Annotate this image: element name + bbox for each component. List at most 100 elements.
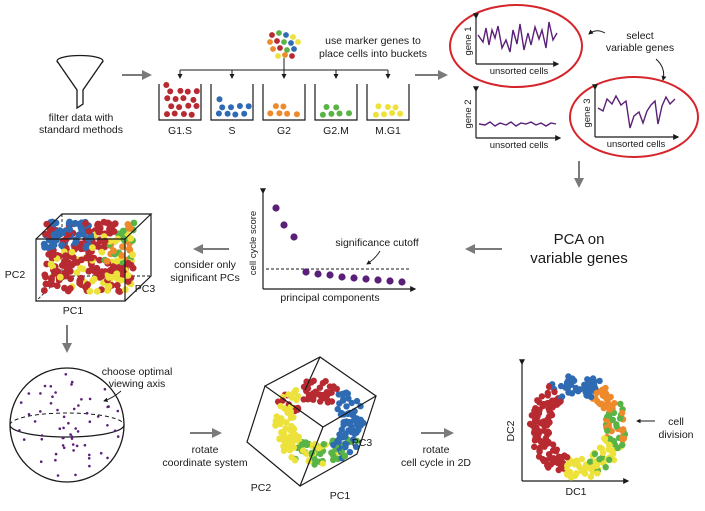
pc-cube-cell <box>113 282 121 289</box>
viewing-axis-dot <box>19 401 23 404</box>
sphere-label-line-1: choose optimal <box>102 366 173 378</box>
bucket-cell <box>219 104 226 111</box>
viewing-axis-dot <box>40 434 44 437</box>
rotated-cell <box>280 432 288 440</box>
dc-cell <box>561 452 568 459</box>
bucket-cell <box>293 111 300 118</box>
gene-3-trace <box>597 94 676 129</box>
viewing-axis-dot <box>77 404 80 407</box>
scree-point <box>398 278 406 286</box>
dc-cell <box>588 464 596 471</box>
pc-cube-cell <box>118 252 126 259</box>
bucket-cell <box>193 103 200 109</box>
gene-1-ylabel: gene 1 <box>463 26 474 55</box>
dc-cell <box>544 392 551 399</box>
bucket-g2: G2 <box>262 84 306 137</box>
pc-cube-cell <box>40 287 48 294</box>
dc-cell <box>572 384 580 392</box>
pc-cube-cell <box>85 228 93 235</box>
cluster-cell <box>284 47 290 53</box>
gene-2-xlabel: unsorted cells <box>490 140 549 151</box>
rotated-cell <box>341 453 349 460</box>
rotated-cell <box>343 403 350 410</box>
pc-cube-cell <box>124 278 132 285</box>
viewing-axis-dot <box>58 427 62 431</box>
bucket-cell <box>224 110 231 117</box>
scree-point <box>338 273 346 281</box>
bucket-cell <box>333 104 340 111</box>
dc-cell <box>540 422 548 429</box>
viewing-axis-dot <box>87 457 91 460</box>
rotated-cell <box>319 460 326 467</box>
rotated-cell <box>326 389 334 396</box>
pc-cube-cell <box>50 234 58 241</box>
bucket-cell <box>216 96 223 103</box>
pc-cube-cell <box>66 226 74 233</box>
bucket-cell <box>236 103 243 109</box>
dc-cell <box>545 429 553 437</box>
bucket-cell <box>185 102 192 109</box>
rotated-cell <box>290 425 298 432</box>
pc-cube-cell <box>103 257 111 265</box>
viewing-axis-dot <box>106 424 109 427</box>
rotated-cell <box>316 384 324 391</box>
dc-cell <box>567 458 575 465</box>
cutoff-pointer-arrow <box>366 250 381 265</box>
viewing-axis-dot <box>106 456 109 460</box>
bucket-cell <box>232 111 239 118</box>
rotated-cell <box>293 396 300 404</box>
dc-cell <box>555 453 563 460</box>
cluster-cell <box>295 39 301 45</box>
pc-cube-cell <box>119 243 126 251</box>
dc-plot-cells <box>526 373 629 481</box>
rotated-cell <box>335 438 342 445</box>
pc-cube-cell <box>82 220 89 227</box>
rotated-cube-edges <box>246 356 378 487</box>
viewing-axis-dot <box>76 430 80 433</box>
bucket-outline <box>158 84 202 121</box>
pc-cube-cell <box>113 257 121 265</box>
dc-cell <box>619 441 626 449</box>
dc-cell <box>594 470 601 477</box>
viewing-axis-dot <box>74 473 77 477</box>
bucket-cell <box>381 111 387 118</box>
dc-cell <box>587 473 595 480</box>
pc-cube-cell <box>108 267 116 275</box>
dc-cell <box>601 435 608 442</box>
dc-cell <box>605 412 613 419</box>
dc-cell <box>587 387 594 394</box>
pc-cube-cell <box>110 228 118 235</box>
bucket-cell <box>164 95 171 102</box>
pc-cube-cell <box>119 227 127 235</box>
select-label-line-1: select <box>626 30 654 42</box>
pc-cube-cell <box>50 251 57 259</box>
rotated-pc1-label: PC1 <box>330 490 351 502</box>
dc-cell <box>545 383 553 390</box>
viewing-axis-dot <box>70 380 74 384</box>
pc-cube-cell <box>98 248 106 256</box>
pc-cube-cell <box>89 244 96 252</box>
gene-3-xlabel: unsorted cells <box>607 139 666 150</box>
bucket-cell <box>184 88 191 95</box>
dc-cell <box>531 437 539 444</box>
rotated-cell <box>357 422 364 429</box>
scree-ylabel: cell cycle score <box>248 211 259 275</box>
sphere-viewing-axes-dots <box>18 373 120 477</box>
viewing-axis-dot <box>22 438 26 441</box>
dc-cell <box>537 437 544 445</box>
viewing-axis-dot <box>39 392 42 395</box>
dc-cell <box>574 461 581 468</box>
cube-pc1-label: PC1 <box>63 305 84 317</box>
rotated-cell <box>346 448 354 456</box>
pc-cube-cell <box>64 287 72 295</box>
pc-cube-cell <box>127 235 135 242</box>
rotate2d-line-2: cell cycle in 2D <box>401 457 471 469</box>
bucket-cell <box>228 104 234 111</box>
rotated-cell <box>334 405 341 413</box>
pc-cube-cell <box>88 277 96 285</box>
pc-cube-cell <box>110 247 117 255</box>
rotated-cell <box>352 443 360 450</box>
pc-cube-cell <box>96 271 103 278</box>
scree-point <box>272 204 280 212</box>
